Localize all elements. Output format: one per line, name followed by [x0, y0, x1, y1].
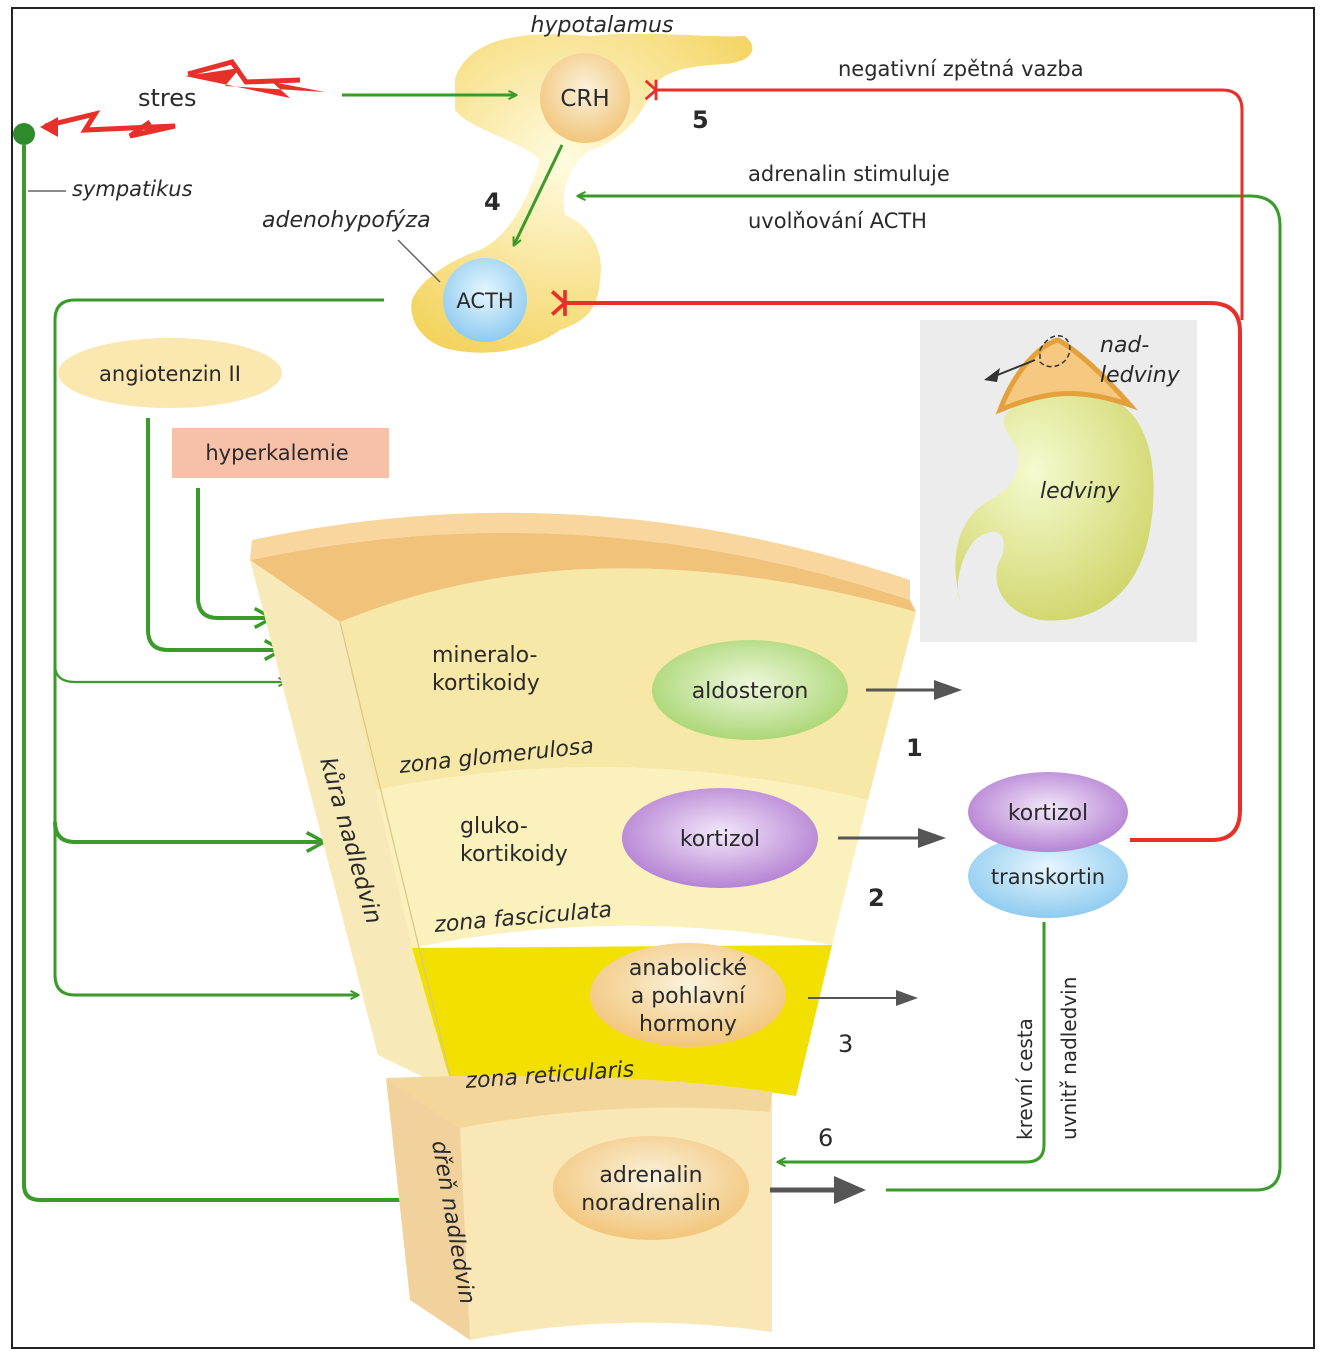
- uvnitr-nadledvin-label: uvnitř nadledvin: [1057, 977, 1081, 1140]
- hyperkalemie-label: hyperkalemie: [205, 441, 348, 465]
- number-6: 6: [818, 1124, 833, 1152]
- aldosteron-label: aldosteron: [692, 679, 809, 704]
- ledviny-label: ledviny: [1040, 479, 1121, 504]
- hyperkalemie-arrow: [196, 488, 272, 618]
- red-feedback-lines: [550, 79, 1244, 842]
- acth-to-fasciculata-arrow: [53, 821, 324, 842]
- adrenalin-arrowhead: [834, 1176, 866, 1204]
- kortizol-label: kortizol: [680, 827, 760, 852]
- feedback-to-crh: [644, 79, 1244, 320]
- stress-zigzag-bottom: [40, 110, 176, 139]
- transkortin-label: transkortin: [991, 865, 1105, 889]
- mineralo-label-1: mineralo-: [432, 643, 537, 668]
- nad-label-2: ledviny: [1100, 363, 1181, 388]
- kortizol-blood-label: kortizol: [1008, 801, 1088, 826]
- stres-label: stres: [138, 84, 197, 112]
- hyperkalemie-box: [172, 428, 389, 478]
- acth-bubble: [443, 258, 527, 342]
- adenohypofyza-label: adenohypofýza: [262, 208, 431, 233]
- number-4: 4: [484, 188, 501, 216]
- aldosteron-arrowhead: [934, 680, 962, 700]
- number-3: 3: [838, 1030, 853, 1058]
- crh-label: CRH: [560, 86, 609, 112]
- number-5: 5: [692, 106, 709, 134]
- anabolicke-label-3: hormony: [639, 1012, 737, 1037]
- angiotenzin-label: angiotenzin II: [99, 362, 241, 386]
- negativni-label: negativní zpětná vazba: [838, 57, 1084, 81]
- adrenalin-stimuluje-label: adrenalin stimuluje: [748, 162, 950, 186]
- kortizol-bubble: [622, 788, 818, 888]
- acth-label: ACTH: [456, 289, 513, 313]
- anabolicke-bubble: [590, 943, 786, 1047]
- sympatikus-line: [22, 145, 424, 1200]
- mineralo-label-2: kortikoidy: [432, 671, 540, 696]
- gluko-label-2: kortikoidy: [460, 842, 568, 867]
- crh-bubble: [540, 53, 630, 143]
- krevni-cesta-label: krevní cesta: [1013, 1018, 1037, 1140]
- kortizol-blood-bubble: [968, 772, 1128, 852]
- aldosteron-bubble: [652, 640, 848, 740]
- nad-label-1: nad-: [1100, 333, 1149, 358]
- anabolicke-label-1: anabolické: [629, 956, 747, 981]
- anabolicke-arrowhead: [896, 990, 918, 1006]
- adrenalin-stimulates-acth-line: [578, 196, 1282, 1192]
- hypotalamus-label: hypotalamus: [531, 13, 674, 38]
- anabolicke-label-2: a pohlavní: [631, 984, 746, 1009]
- noradrenalin-label: noradrenalin: [581, 1191, 721, 1216]
- stress-zigzag-top: [185, 59, 325, 98]
- gluko-label-1: gluko-: [460, 814, 528, 839]
- adenohypofyza-pointer: [397, 239, 441, 283]
- green-arrows: [22, 95, 1282, 1200]
- sympatikus-node: [13, 123, 35, 145]
- outer-frame: [11, 7, 1315, 1349]
- transkortin-bubble: [968, 834, 1128, 918]
- crh-to-acth-arrow: [514, 144, 564, 245]
- feedback-to-acth: [550, 290, 1242, 842]
- acth-to-glomerulosa-arrow: [53, 664, 286, 682]
- kortizol-arrowhead: [918, 828, 946, 848]
- adrenalin-bubble: [553, 1136, 749, 1240]
- sympatikus-label: sympatikus: [72, 177, 193, 201]
- angiotenzin-arrow: [146, 418, 282, 650]
- adrenalin-label: adrenalin: [599, 1163, 702, 1188]
- uvolnovani-acth-label: uvolňování ACTH: [748, 209, 927, 233]
- angiotenzin-bubble: [58, 338, 282, 408]
- number-2: 2: [868, 884, 885, 912]
- kidney-inset: nad- ledviny ledviny: [920, 320, 1197, 642]
- blood-path-arrow: [778, 922, 1046, 1162]
- acth-distribution-line: [53, 298, 384, 995]
- number-1: 1: [906, 734, 923, 762]
- output-arrows: [770, 680, 962, 1204]
